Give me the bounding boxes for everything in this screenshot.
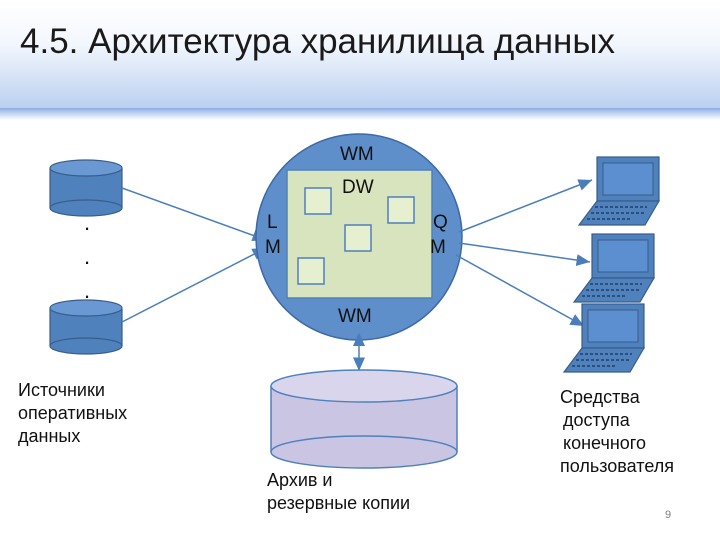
ellipsis-dot: . <box>84 210 91 235</box>
data-block-3 <box>344 224 372 252</box>
page-number: 9 <box>665 509 672 521</box>
laptop-icon <box>562 303 646 373</box>
lm-label-line-1: L <box>267 212 278 233</box>
arrow-source-bottom-to-warehouse <box>121 247 267 323</box>
data-block-2 <box>387 196 415 224</box>
ellipsis-dot: . <box>84 278 91 303</box>
sources-label-line-3: данных <box>18 426 81 446</box>
sources-label-line-2: оперативных <box>18 403 128 423</box>
users-label-line-4: пользователя <box>560 456 674 476</box>
source-database-top <box>49 159 123 217</box>
data-block-4 <box>297 257 325 285</box>
users-label-line-3: конечного <box>563 433 646 453</box>
source-database-bottom <box>49 299 123 355</box>
archive-label-line-2: резервные копии <box>267 493 411 513</box>
data-block-1 <box>304 187 332 215</box>
sources-label-line-1: Источники <box>18 380 105 400</box>
ellipsis-dot: . <box>84 244 91 269</box>
laptop-icon <box>572 233 656 303</box>
users-label-line-1: Средства <box>560 387 640 407</box>
archive-label-line-1: Архив и <box>267 470 333 490</box>
arrow-warehouse-to-user-2 <box>458 242 591 267</box>
users-label-line-2: доступа <box>563 410 630 430</box>
slide-header <box>0 0 720 110</box>
arrow-source-top-to-warehouse <box>121 187 267 242</box>
arrow-warehouse-to-user-3 <box>455 254 585 327</box>
arrow-warehouse-to-user-1 <box>458 179 593 233</box>
wm-bottom-label: WM <box>338 306 372 327</box>
dw-label: DW <box>342 177 374 198</box>
page-title: 4.5. Архитектура хранилища данных <box>20 22 616 61</box>
qm-label-line-1: Q <box>433 212 448 233</box>
header-divider <box>0 108 720 120</box>
lm-label-line-2: M <box>265 237 281 258</box>
wm-top-label: WM <box>340 144 374 165</box>
laptop-icon <box>577 156 661 226</box>
qm-label-line-2: M <box>430 237 446 258</box>
archive-cylinder <box>270 369 458 469</box>
